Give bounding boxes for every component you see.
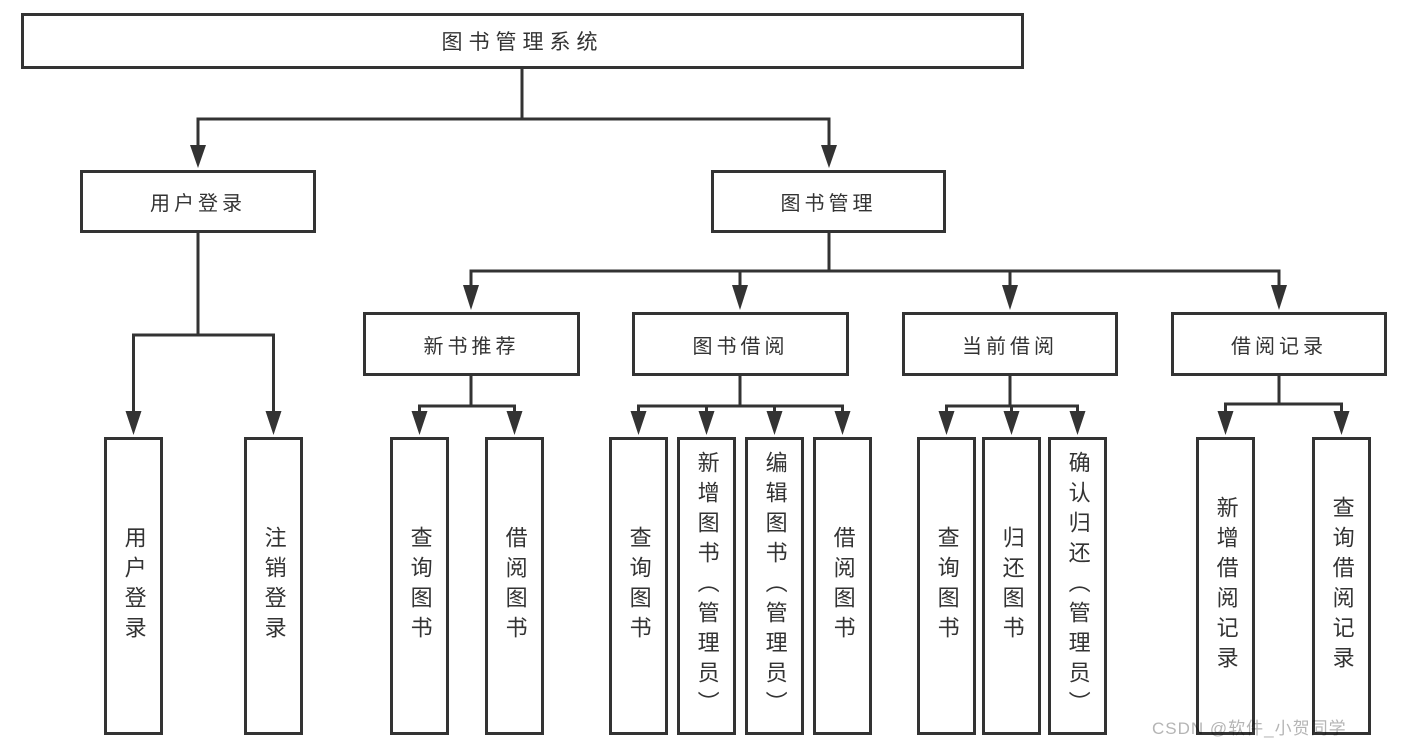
node-label: 图书管理系统 <box>441 31 604 54</box>
node-leaf-borrow-books-recommend: 借阅图书 <box>485 437 544 735</box>
node-label: 借阅图书 <box>502 526 528 646</box>
arrow-down-icon <box>630 411 647 435</box>
node-label: 图书借阅 <box>692 335 789 358</box>
node-label: 当前借阅 <box>962 335 1058 358</box>
node-label: 查询图书 <box>407 526 433 646</box>
arrow-down-icon <box>1069 411 1086 435</box>
node-book-management: 图书管理 <box>711 170 946 233</box>
arrow-down-icon <box>463 285 479 310</box>
arrow-down-icon <box>834 411 851 435</box>
connector-current-borrow-children <box>938 376 1086 435</box>
node-leaf-borrow-books: 借阅图书 <box>813 437 872 735</box>
arrow-down-icon <box>698 411 715 435</box>
node-leaf-user-login: 用户登录 <box>104 437 163 735</box>
node-label: 借阅图书 <box>830 526 856 646</box>
arrow-down-icon <box>1003 411 1020 435</box>
node-leaf-add-books-admin: 新增图书（管理员） <box>677 437 736 735</box>
arrow-down-icon <box>190 145 206 168</box>
arrow-down-icon <box>1333 411 1350 435</box>
connector-user-login-children <box>125 233 282 435</box>
connector-book-mgmt-to-level3 <box>463 233 1287 310</box>
watermark: CSDN @软件_小贺同学 <box>1152 719 1347 738</box>
node-leaf-query-books-current: 查询图书 <box>917 437 976 735</box>
node-label: 用户登录 <box>150 193 246 215</box>
node-label: 新增借阅记录 <box>1213 496 1239 676</box>
arrow-down-icon <box>1002 285 1018 310</box>
node-label: 归还图书 <box>999 526 1025 646</box>
node-leaf-query-borrow-record: 查询借阅记录 <box>1312 437 1371 735</box>
arrow-down-icon <box>821 145 837 168</box>
connector-root-to-level2 <box>190 68 837 168</box>
arrow-down-icon <box>125 411 142 435</box>
node-book-borrowing: 图书借阅 <box>632 312 849 376</box>
arrow-down-icon <box>506 411 523 435</box>
arrow-down-icon <box>1271 285 1287 310</box>
node-label: 新增图书（管理员） <box>694 451 720 721</box>
node-new-book-recommend: 新书推荐 <box>363 312 580 376</box>
connector-book-borrow-children <box>630 376 851 435</box>
connector-new-book-rec-children <box>411 376 523 435</box>
node-label: 查询图书 <box>626 526 652 646</box>
node-leaf-add-borrow-record: 新增借阅记录 <box>1196 437 1255 735</box>
node-label: 图书管理 <box>780 193 877 215</box>
node-leaf-query-books-recommend: 查询图书 <box>390 437 449 735</box>
node-leaf-query-books-borrow: 查询图书 <box>609 437 668 735</box>
node-label: 查询图书 <box>934 526 960 646</box>
node-user-login: 用户登录 <box>80 170 316 233</box>
node-label: 新书推荐 <box>423 335 520 358</box>
node-leaf-logout: 注销登录 <box>244 437 303 735</box>
connector-borrow-records-children <box>1217 376 1350 435</box>
node-label: 确认归还（管理员） <box>1065 451 1091 721</box>
node-leaf-edit-books-admin: 编辑图书（管理员） <box>745 437 804 735</box>
node-label: 注销登录 <box>261 526 287 646</box>
node-borrowing-records: 借阅记录 <box>1171 312 1387 376</box>
node-root-library-system: 图书管理系统 <box>21 13 1024 69</box>
node-label: 查询借阅记录 <box>1329 496 1355 676</box>
arrow-down-icon <box>411 411 428 435</box>
arrow-down-icon <box>265 411 282 435</box>
node-label: 用户登录 <box>121 526 147 646</box>
node-label: 编辑图书（管理员） <box>762 451 788 721</box>
arrow-down-icon <box>766 411 783 435</box>
node-current-borrowing: 当前借阅 <box>902 312 1118 376</box>
arrow-down-icon <box>1217 411 1234 435</box>
node-label: 借阅记录 <box>1231 335 1327 358</box>
node-leaf-confirm-return-admin: 确认归还（管理员） <box>1048 437 1107 735</box>
arrow-down-icon <box>938 411 955 435</box>
node-leaf-return-books: 归还图书 <box>982 437 1041 735</box>
arrow-down-icon <box>732 285 748 310</box>
